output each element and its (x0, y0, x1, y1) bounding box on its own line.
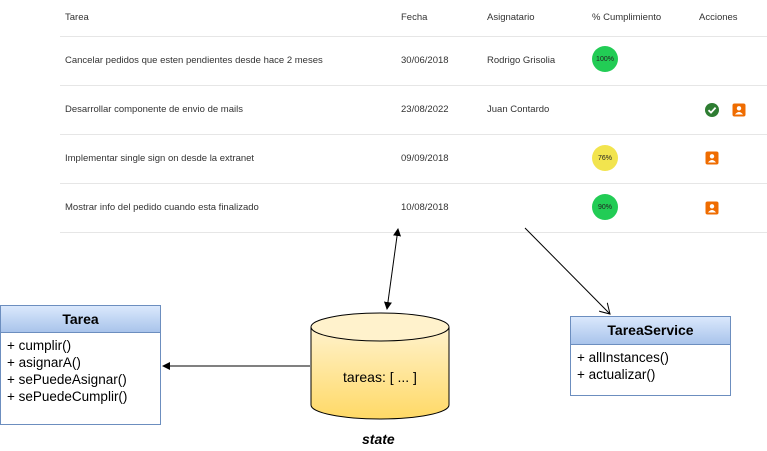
table-row[interactable]: Cancelar pedidos que esten pendientes de… (60, 36, 767, 86)
header-asignatario: Asignatario (487, 12, 535, 23)
method-item: + asignarA() (7, 355, 81, 370)
tarea-class-box: Tarea + cumplir() + asignarA() + sePuede… (0, 305, 161, 425)
assign-user-icon[interactable] (705, 151, 719, 165)
task-date: 30/06/2018 (401, 55, 449, 66)
store-label: tareas: [ ... ] (343, 369, 417, 385)
tareaservice-methods: + allInstances() + actualizar() (571, 345, 730, 387)
tareaservice-class-box: TareaService + allInstances() + actualiz… (570, 316, 731, 396)
task-name: Mostrar info del pedido cuando esta fina… (65, 202, 259, 213)
task-assignee: Rodrigo Grisolia (487, 55, 556, 66)
task-name: Cancelar pedidos que esten pendientes de… (65, 55, 323, 66)
tarea-methods: + cumplir() + asignarA() + sePuedeAsigna… (1, 333, 160, 409)
task-name: Implementar single sign on desde la extr… (65, 153, 255, 164)
completion-badge: 90% (592, 194, 618, 220)
check-icon[interactable] (705, 103, 719, 117)
method-item: + actualizar() (577, 367, 656, 382)
task-assignee: Juan Contardo (487, 104, 550, 115)
method-item: + sePuedeCumplir() (7, 389, 128, 404)
tarea-class-title: Tarea (1, 306, 160, 333)
state-cylinder (310, 312, 450, 420)
state-caption: state (362, 431, 395, 447)
task-date: 09/09/2018 (401, 153, 449, 164)
completion-badge: 100% (592, 46, 618, 72)
table-row[interactable]: Mostrar info del pedido cuando esta fina… (60, 183, 767, 233)
tareaservice-class-title: TareaService (571, 317, 730, 345)
assign-user-icon[interactable] (732, 103, 746, 117)
task-date: 10/08/2018 (401, 202, 449, 213)
header-acciones: Acciones (699, 12, 738, 23)
assign-user-icon[interactable] (705, 201, 719, 215)
header-cumplimiento: % Cumplimiento (592, 12, 662, 23)
header-tarea: Tarea (65, 12, 89, 23)
task-date: 23/08/2022 (401, 104, 449, 115)
table-service-arrow (524, 227, 610, 314)
method-item: + allInstances() (577, 350, 669, 365)
task-name: Desarrollar componente de envio de mails (65, 104, 243, 115)
method-item: + cumplir() (7, 338, 72, 353)
completion-badge: 76% (592, 145, 618, 171)
table-row[interactable]: Implementar single sign on desde la extr… (60, 134, 767, 184)
header-fecha: Fecha (401, 12, 428, 23)
state-table-link-arrow (383, 228, 402, 310)
method-item: + sePuedeAsignar() (7, 372, 127, 387)
table-row[interactable]: Desarrollar componente de envio de mails… (60, 85, 767, 135)
table-header: Tarea Fecha Asignatario % Cumplimiento A… (60, 0, 767, 37)
